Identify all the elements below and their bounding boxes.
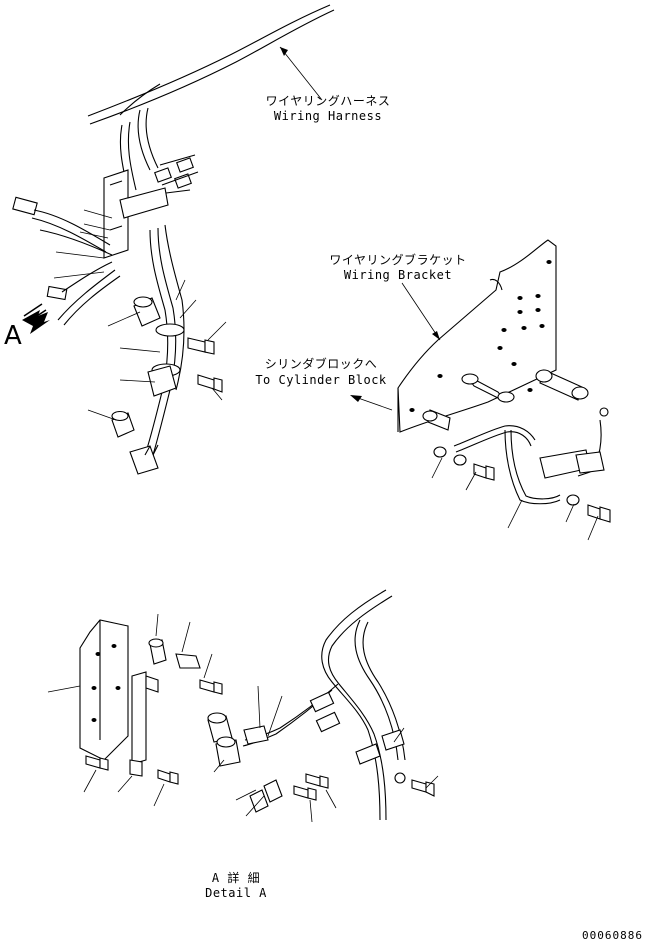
wiring-harness-label-en: Wiring Harness (273, 109, 383, 123)
detail-a-assembly (47, 589, 439, 823)
detail-bolt-4 (305, 773, 329, 789)
detail-spacer-3 (215, 736, 241, 767)
to-cylinder-block-label-jp: シリンダブロックへ (264, 357, 378, 371)
bolt-1 (187, 337, 215, 355)
detail-bolt-6 (411, 779, 435, 797)
detail-a-label-jp: A 詳 細 (211, 871, 261, 885)
standoff-3 (422, 409, 451, 431)
view-marker-a: A (4, 321, 23, 351)
detail-bolt-1 (199, 679, 223, 695)
spacer-collar-1 (133, 296, 161, 327)
view-arrow-a (22, 303, 50, 334)
washer-1 (433, 446, 447, 458)
bracket-leader-line (401, 282, 441, 341)
bolt-4 (587, 504, 611, 523)
detail-spacer-2 (207, 712, 233, 743)
spacer-collar-2 (111, 410, 135, 438)
detail-bolt-3 (157, 769, 179, 785)
cylinder-block-arrow-line (357, 397, 393, 411)
detail-spacer-1 (148, 638, 167, 665)
bolt-3 (473, 463, 495, 481)
standoff-1 (461, 373, 515, 403)
wiring-bracket-label-en: Wiring Bracket (343, 268, 453, 282)
harness-assembly-main (12, 4, 335, 475)
drawing-number: 00060886 (582, 929, 643, 942)
wiring-harness-label-jp: ワイヤリングハーネス (265, 94, 391, 108)
standoff-2 (535, 369, 589, 401)
bolt-2 (197, 374, 223, 393)
washer-3 (566, 494, 580, 506)
detail-bolt-2 (85, 755, 109, 771)
washer-2 (453, 454, 467, 466)
harness-leader-line (279, 46, 323, 101)
to-cylinder-block-label-en: To Cylinder Block (255, 373, 387, 387)
detail-bolt-5 (293, 785, 317, 801)
wiring-bracket-assembly (397, 239, 611, 541)
wiring-bracket-label-jp: ワイヤリングブラケット (329, 253, 467, 267)
detail-a-label-en: Detail A (205, 886, 267, 900)
